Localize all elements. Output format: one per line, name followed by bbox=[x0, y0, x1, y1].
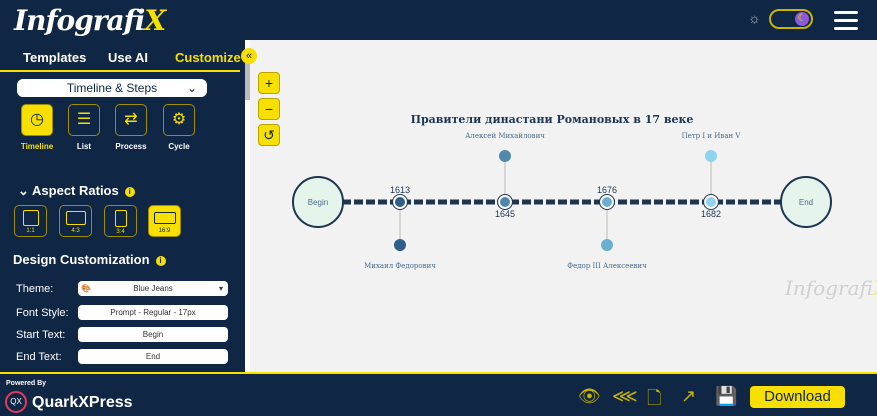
zoom-out-button[interactable]: − bbox=[258, 98, 280, 120]
event-node bbox=[393, 195, 407, 209]
aspect-3-4[interactable]: 3:4 bbox=[104, 205, 137, 237]
list-type-button[interactable]: ☰ bbox=[68, 104, 100, 136]
end-text-input[interactable]: End bbox=[78, 349, 228, 364]
logo: InfografiX bbox=[14, 4, 166, 37]
save-icon[interactable]: 💾 bbox=[715, 386, 738, 406]
event-node bbox=[600, 195, 614, 209]
tab-customize[interactable]: Customize bbox=[175, 50, 241, 65]
moon-icon: ☾ bbox=[795, 12, 809, 26]
timeline-type-button[interactable]: ◷ bbox=[21, 104, 53, 136]
event-node-ring bbox=[392, 194, 408, 210]
palette-icon: 🎨 bbox=[81, 284, 91, 293]
timeline-label: Timeline bbox=[20, 142, 54, 151]
document-icon[interactable]: 🗋 bbox=[647, 388, 662, 408]
process-label: Process bbox=[115, 142, 147, 151]
cycle-label: Cycle bbox=[168, 142, 190, 151]
theme-label: Theme: bbox=[16, 283, 54, 295]
cycle-type-button[interactable]: ⚙ bbox=[163, 104, 195, 136]
process-type-button[interactable]: ⇄ bbox=[115, 104, 147, 136]
begin-label: Begin bbox=[308, 198, 328, 207]
event-year: 1682 bbox=[701, 209, 721, 219]
download-button[interactable]: Download bbox=[750, 386, 845, 408]
timeline-graphic: Правители династани Романовых в 17 веке … bbox=[292, 113, 877, 300]
end-circle bbox=[780, 176, 832, 228]
event-year: 1645 bbox=[495, 209, 515, 219]
end-label: End bbox=[799, 198, 813, 207]
aspect-4-3[interactable]: 4:3 bbox=[59, 205, 92, 237]
event-pin bbox=[705, 150, 717, 162]
begin-circle bbox=[292, 176, 344, 228]
timeline-title: Правители династани Романовых в 17 веке bbox=[411, 113, 694, 126]
aspect-16-9[interactable]: 16:9 bbox=[148, 205, 181, 237]
event-pin bbox=[499, 150, 511, 162]
event-year: 1676 bbox=[597, 185, 617, 195]
zoom-in-button[interactable]: + bbox=[258, 72, 280, 94]
event-name: Петр I и Иван V bbox=[682, 132, 742, 140]
sidebar-scrollbar[interactable] bbox=[245, 40, 250, 372]
info-icon[interactable]: i bbox=[124, 187, 135, 197]
start-text-label: Start Text: bbox=[16, 329, 66, 341]
dark-mode-toggle[interactable]: ☾ bbox=[769, 9, 813, 29]
font-style-field[interactable]: Prompt - Regular - 17px bbox=[78, 305, 228, 320]
theme-select[interactable]: 🎨Blue Jeans▾ bbox=[78, 281, 228, 296]
aspect-1-1[interactable]: 1:1 bbox=[14, 205, 47, 237]
open-external-icon[interactable]: ↗ bbox=[681, 386, 697, 406]
hamburger-menu-icon[interactable] bbox=[834, 11, 858, 35]
event-node-ring bbox=[703, 194, 719, 210]
header: InfografiX ☼ ☾ bbox=[0, 0, 877, 40]
chevron-down-icon: ⌄ bbox=[186, 81, 197, 95]
tab-templates[interactable]: Templates bbox=[23, 50, 87, 65]
event-pin bbox=[601, 239, 613, 251]
category-select[interactable]: Timeline & Steps⌄ bbox=[17, 79, 207, 97]
event-node bbox=[704, 195, 718, 209]
font-style-label: Font Style: bbox=[16, 307, 69, 319]
footer: Powered By QX QuarkXPress 👁 ⋘ 🗋 ↗ 💾 Down… bbox=[0, 372, 877, 414]
event-node bbox=[498, 195, 512, 209]
event-name: Алексей Михайлович bbox=[465, 132, 545, 140]
list-label: List bbox=[76, 142, 92, 151]
quarkxpress-logo-icon: QX bbox=[5, 391, 27, 413]
event-node-ring bbox=[599, 194, 615, 210]
event-name: Федор III Алексеевич bbox=[567, 262, 647, 270]
start-text-input[interactable]: Begin bbox=[78, 327, 228, 342]
collapse-sidebar-button[interactable]: « bbox=[241, 48, 257, 64]
event-pin bbox=[394, 239, 406, 251]
powered-by-label: Powered By bbox=[6, 380, 47, 387]
event-name: Михаил Федорович bbox=[364, 262, 436, 270]
chevron-down-icon: ⌄ bbox=[18, 183, 33, 198]
info-icon[interactable]: i bbox=[155, 256, 166, 266]
share-icon[interactable]: ⋘ bbox=[612, 386, 638, 406]
event-node-ring bbox=[497, 194, 513, 210]
preview-icon[interactable]: 👁 bbox=[578, 386, 601, 406]
tab-use-ai[interactable]: Use AI bbox=[108, 50, 148, 65]
watermark: InfografiX bbox=[784, 276, 877, 300]
sun-moon-icon: ☼ bbox=[748, 10, 761, 26]
end-text-label: End Text: bbox=[16, 351, 62, 363]
reset-zoom-button[interactable]: ↺ bbox=[258, 124, 280, 146]
canvas: + − ↺ Правители династани Романовых в 17… bbox=[250, 40, 877, 372]
caret-down-icon: ▾ bbox=[218, 284, 223, 293]
event-year: 1613 bbox=[390, 185, 410, 195]
quarkxpress-brand: QuarkXPress bbox=[32, 394, 133, 411]
sidebar: Templates Use AI Customize Timeline & St… bbox=[0, 40, 245, 372]
